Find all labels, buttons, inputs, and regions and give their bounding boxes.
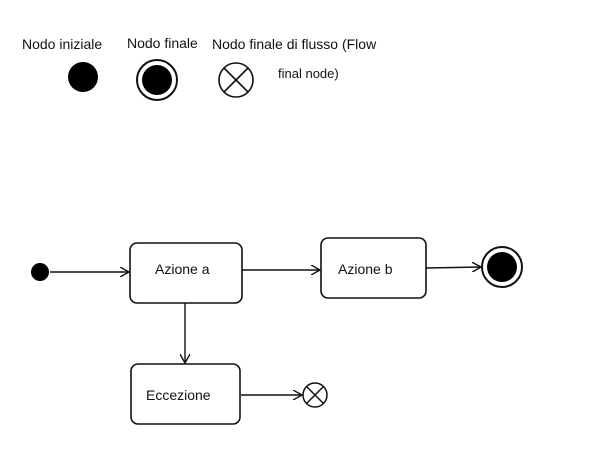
exception-label: Eccezione: [146, 387, 211, 403]
legend-flow-final-label: Nodo finale di flusso (Flow final node): [212, 29, 402, 89]
action-b-label: Azione b: [338, 261, 393, 277]
edge-action-b-to-final: [425, 267, 481, 268]
legend-initial-label: Nodo iniziale: [22, 36, 103, 52]
legend-flow-final-label-line2: final node): [278, 66, 339, 81]
action-a-label: Azione a: [155, 261, 210, 277]
legend-flow-final-label-line1: Nodo finale di flusso (Flow: [212, 36, 377, 52]
initial-node: [31, 263, 49, 281]
legend-final-label: Nodo finale: [127, 35, 198, 51]
flow-final-node-icon: [302, 382, 328, 408]
legend-final-node-icon: [136, 59, 178, 101]
action-b-box: [320, 237, 427, 299]
legend-initial-node-icon: [68, 62, 98, 92]
exception-box: [130, 363, 241, 425]
legend-flow-final-node-icon: [218, 62, 254, 98]
final-node-icon: [481, 246, 523, 288]
action-a-box: [129, 242, 243, 304]
